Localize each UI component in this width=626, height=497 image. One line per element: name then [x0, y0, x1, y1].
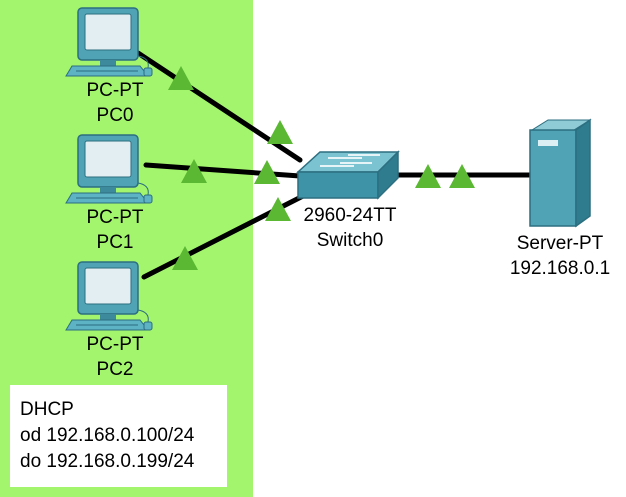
switch-model-label: 2960-24TT — [303, 205, 397, 226]
pc2-name-label: PC2 — [96, 359, 134, 380]
dhcp-note-range-end: do 192.168.0.199/24 — [20, 451, 195, 472]
server-ip-label: 192.168.0.1 — [509, 258, 611, 279]
pc-icon[interactable] — [65, 261, 153, 331]
triangle-link-up-icon — [265, 197, 291, 221]
link-status-group — [168, 66, 475, 270]
pc0-model-label: PC-PT — [86, 80, 144, 101]
pc-icon[interactable] — [65, 7, 153, 77]
server-icon[interactable] — [529, 118, 592, 228]
triangle-link-up-icon — [415, 164, 441, 188]
switch-icon[interactable] — [296, 150, 400, 200]
server-model-label: Server-PT — [516, 233, 604, 254]
pc1-name-label: PC1 — [96, 232, 134, 253]
pc-icon[interactable] — [65, 134, 153, 204]
dhcp-note-title: DHCP — [20, 399, 74, 420]
cable-pc1-switch[interactable] — [143, 162, 303, 179]
pc1-model-label: PC-PT — [86, 207, 144, 228]
dhcp-note-range-start: od 192.168.0.100/24 — [20, 425, 195, 446]
pc2-model-label: PC-PT — [86, 334, 144, 355]
triangle-link-up-icon — [172, 246, 198, 270]
triangle-link-up-icon — [254, 160, 280, 184]
dhcp-note[interactable]: DHCP od 192.168.0.100/24 do 192.168.0.19… — [10, 385, 227, 487]
pc0-name-label: PC0 — [96, 105, 134, 126]
switch-name-label: Switch0 — [316, 230, 384, 251]
triangle-link-up-icon — [181, 159, 207, 183]
triangle-link-up-icon — [168, 66, 194, 90]
triangle-link-up-icon — [449, 164, 475, 188]
triangle-link-up-icon — [267, 120, 293, 144]
